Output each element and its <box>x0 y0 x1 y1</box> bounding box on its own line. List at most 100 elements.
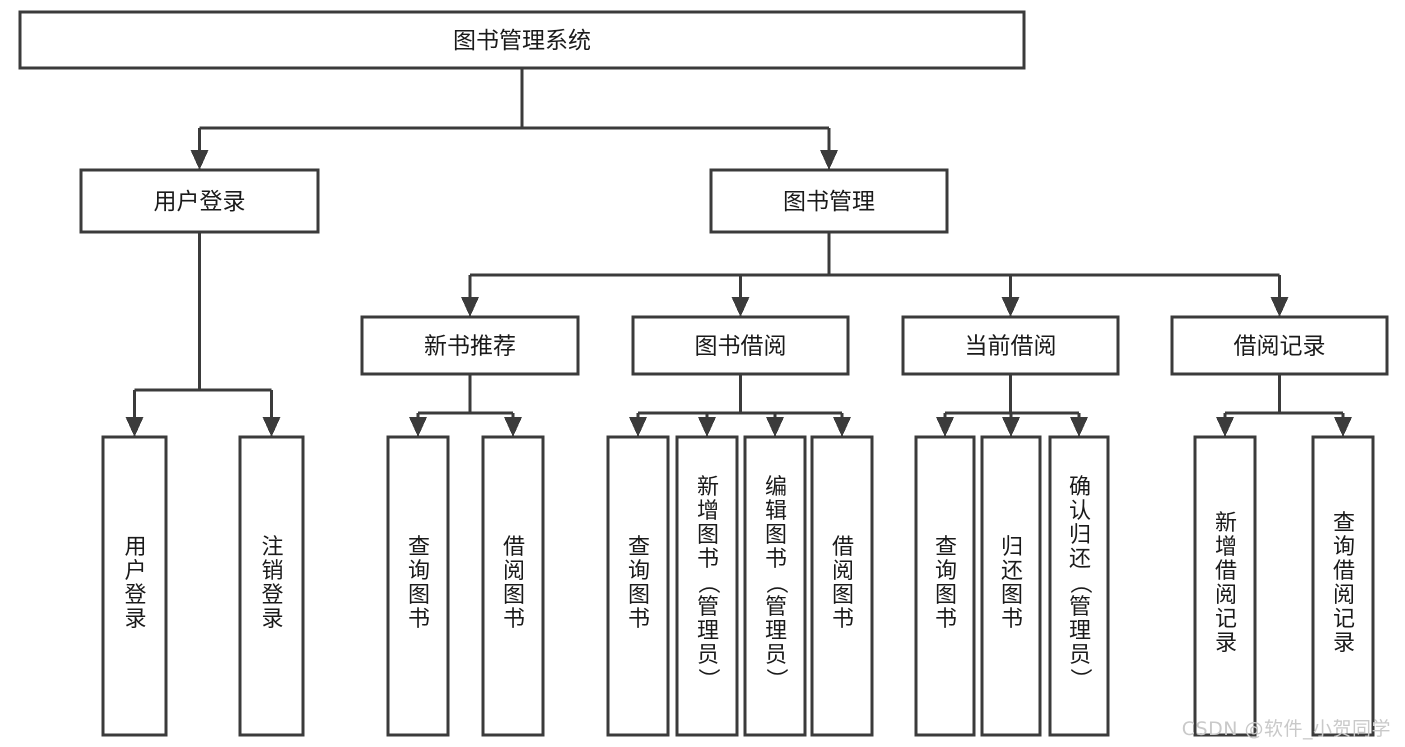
node-label-leaf-add-borrow-record-char-4: 记 <box>1215 607 1237 632</box>
arrow-head-icon <box>820 150 838 170</box>
node-box-leaf-add-borrow-record <box>1193 435 1257 737</box>
node-box-leaf-confirm-return <box>1048 435 1110 737</box>
node-book-borrow[interactable]: 图书借阅 <box>631 315 850 376</box>
node-label-leaf-borrow-book-2-char-2: 图 <box>832 583 854 608</box>
arrow-head-icon <box>190 150 209 170</box>
node-label-leaf-edit-book-char-3: 书 <box>765 547 787 572</box>
node-label-leaf-add-borrow-record-char-1: 增 <box>1215 535 1237 560</box>
node-box-leaf-edit-book <box>743 435 807 737</box>
node-label-leaf-confirm-return-char-7: 员 <box>1069 643 1091 668</box>
node-label-leaf-add-book-char-2: 图 <box>697 523 719 548</box>
node-label-leaf-query-book-3-char-3: 书 <box>935 607 957 632</box>
node-label-new-book-recommend: 新书推荐 <box>424 334 516 360</box>
node-label-root: 图书管理系统 <box>453 28 591 54</box>
node-label-borrow-record: 借阅记录 <box>1234 334 1326 360</box>
node-label-leaf-query-book-3-char-1: 询 <box>935 559 957 584</box>
node-label-leaf-query-borrow-record-char-4: 记 <box>1333 607 1355 632</box>
node-box-leaf-borrow-book-2 <box>810 435 874 737</box>
node-box-leaf-user-login <box>101 435 168 737</box>
node-label-leaf-add-book-char-3: 书 <box>697 547 719 572</box>
node-box-leaf-query-book-3 <box>914 435 976 737</box>
node-label-leaf-add-borrow-record-char-5: 录 <box>1215 631 1237 656</box>
arrow-head-icon <box>1216 417 1234 437</box>
node-label-leaf-add-book-char-8: ） <box>695 668 720 690</box>
node-label-leaf-borrow-book-2-char-0: 借 <box>832 535 854 560</box>
node-label-leaf-query-borrow-record-char-1: 询 <box>1333 535 1355 560</box>
node-label-leaf-add-borrow-record-char-2: 借 <box>1215 559 1237 584</box>
node-box-leaf-add-book <box>675 435 739 737</box>
node-new-book-recommend[interactable]: 新书推荐 <box>360 315 580 376</box>
node-label-leaf-query-book-1-char-0: 查 <box>408 535 430 560</box>
node-label-leaf-return-book-char-0: 归 <box>1001 535 1023 560</box>
node-box-borrow-record <box>1170 315 1389 376</box>
node-box-leaf-query-borrow-record <box>1311 435 1375 737</box>
arrow-head-icon <box>1070 417 1088 437</box>
node-label-leaf-confirm-return-char-5: 管 <box>1069 595 1091 620</box>
node-label-book-borrow: 图书借阅 <box>695 334 787 360</box>
node-label-leaf-add-book-char-4: （ <box>695 572 720 594</box>
arrow-head-icon <box>125 417 144 437</box>
node-boxes-group: 图书管理系统用户登录图书管理新书推荐图书借阅当前借阅借阅记录用户登录注销登录查询… <box>18 10 1389 737</box>
node-box-leaf-return-book <box>980 435 1042 737</box>
node-current-borrow[interactable]: 当前借阅 <box>901 315 1120 376</box>
node-label-leaf-edit-book-char-7: 员 <box>765 643 787 668</box>
node-label-leaf-add-book-char-7: 员 <box>697 643 719 668</box>
arrow-head-icon <box>1001 297 1020 317</box>
node-label-leaf-borrow-book-2-char-1: 阅 <box>832 559 854 584</box>
node-label-leaf-return-book-char-2: 图 <box>1001 583 1023 608</box>
node-book-manage[interactable]: 图书管理 <box>709 168 949 234</box>
node-label-leaf-add-book-char-0: 新 <box>697 475 719 500</box>
node-label-leaf-add-book-char-1: 增 <box>697 499 719 524</box>
node-label-leaf-user-login-char-2: 登 <box>124 583 146 608</box>
node-label-leaf-borrow-book-1-char-3: 书 <box>503 607 525 632</box>
node-label-leaf-confirm-return-char-3: 还 <box>1069 547 1091 572</box>
node-label-leaf-return-book-char-3: 书 <box>1001 607 1023 632</box>
arrow-head-icon <box>766 417 784 437</box>
node-label-leaf-query-book-3-char-0: 查 <box>935 535 957 560</box>
node-leaf-user-login[interactable]: 用户登录 <box>101 435 168 737</box>
node-root[interactable]: 图书管理系统 <box>18 10 1026 70</box>
node-label-leaf-edit-book-char-2: 图 <box>765 523 787 548</box>
arrow-head-icon <box>409 417 427 437</box>
arrow-head-icon <box>504 417 522 437</box>
node-box-leaf-borrow-book-1 <box>481 435 545 737</box>
node-label-leaf-edit-book-char-5: 管 <box>765 595 787 620</box>
node-label-leaf-query-book-2-char-2: 图 <box>628 583 650 608</box>
node-box-user-login <box>79 168 320 234</box>
node-label-leaf-confirm-return-char-4: （ <box>1067 572 1092 594</box>
node-label-leaf-borrow-book-1-char-1: 阅 <box>503 559 525 584</box>
node-label-leaf-query-borrow-record-char-2: 借 <box>1333 559 1355 584</box>
node-label-leaf-edit-book-char-0: 编 <box>765 475 787 500</box>
arrow-head-icon <box>698 417 716 437</box>
node-label-leaf-query-book-1-char-1: 询 <box>408 559 430 584</box>
node-box-root <box>18 10 1026 70</box>
node-label-leaf-query-book-3-char-2: 图 <box>935 583 957 608</box>
node-label-leaf-confirm-return-char-6: 理 <box>1069 619 1091 644</box>
node-label-leaf-query-book-1-char-3: 书 <box>408 607 430 632</box>
arrow-head-icon <box>262 417 281 437</box>
node-label-leaf-add-book-char-6: 理 <box>697 619 719 644</box>
node-box-book-manage <box>709 168 949 234</box>
node-label-leaf-confirm-return-char-1: 认 <box>1069 499 1091 524</box>
node-borrow-record[interactable]: 借阅记录 <box>1170 315 1389 376</box>
node-label-leaf-add-borrow-record-char-3: 阅 <box>1215 583 1237 608</box>
node-label-leaf-add-borrow-record-char-0: 新 <box>1215 511 1237 536</box>
node-label-leaf-query-borrow-record-char-5: 录 <box>1333 631 1355 656</box>
node-label-leaf-query-borrow-record-char-0: 查 <box>1333 511 1355 536</box>
node-label-book-manage: 图书管理 <box>783 189 875 215</box>
node-box-current-borrow <box>901 315 1120 376</box>
node-user-login[interactable]: 用户登录 <box>79 168 320 234</box>
